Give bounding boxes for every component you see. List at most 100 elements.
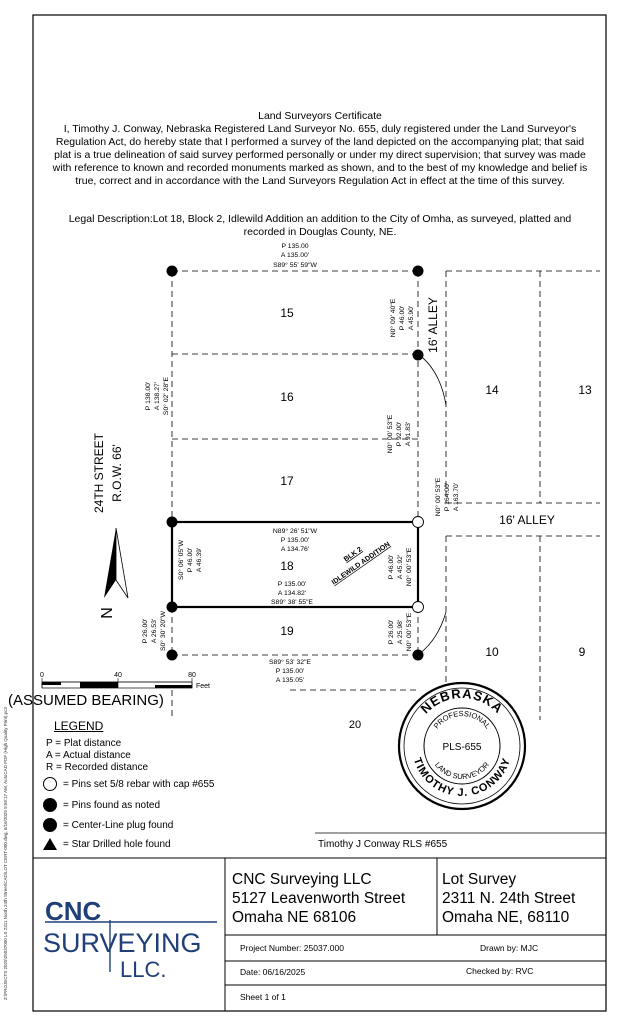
pin-set (412, 601, 424, 613)
lot18-top-a: A 134.76' (281, 546, 309, 553)
legend-item-label: = Star Drilled hole found (63, 838, 171, 850)
project-title: Lot Survey (442, 871, 517, 888)
filled-circle-icon (43, 818, 57, 832)
pin-set (412, 516, 424, 528)
lot19w-p: P 26.00' (142, 619, 149, 644)
east16-p: P 92.00' (396, 422, 403, 447)
lot18-top-p: P 135.00' (281, 537, 309, 544)
signer-line: Timothy J Conway RLS #655 (318, 839, 448, 850)
north-arrow: N (99, 527, 129, 619)
legend-item-pin-set: = Pins set 5/8 rebar with cap #655 (43, 777, 214, 791)
seal-license: PLS-655 (443, 742, 482, 753)
lot19e-bearing: N0° 00' 53"E (405, 612, 413, 651)
lot-13: 13 (578, 383, 592, 397)
scale-tick-40: 40 (114, 672, 122, 679)
scale-tick-0: 0 (40, 672, 44, 679)
file-path: Z:\PROJECTS 2025\25037000 LS 2311 North … (3, 707, 8, 1000)
east16-bearing: N0° 00' 53"E (386, 414, 394, 453)
east15-a: A 45.90' (408, 306, 415, 330)
pin-found (412, 265, 424, 277)
company-address-2: Omaha NE 68106 (232, 909, 357, 926)
pin-found (166, 516, 178, 528)
eastlong-a: A 163.70' (453, 483, 460, 511)
legend-item-label: = Center-Line plug found (63, 819, 174, 831)
lot18-top-bearing: N89° 26' 51"W (273, 527, 318, 535)
legend: LEGEND P = Plat distance A = Actual dist… (46, 720, 148, 774)
lot19w-bearing: S0° 30' 20"W (159, 610, 167, 651)
surveyor-certificate: Land Surveyors Certificate I, Timothy J.… (50, 110, 590, 188)
project-block: Lot Survey 2311 N. 24th Street Omaha NE,… (442, 870, 575, 927)
street-name: 24TH STREET (92, 432, 106, 513)
top-line-a: A 135.00' (281, 252, 309, 259)
logo-llc: LLC. (120, 957, 166, 982)
eastlong-p: P 164.00' (444, 483, 451, 511)
lot19e-p: P 26.00' (388, 620, 395, 645)
west-a: A 138.27' (154, 382, 161, 410)
lot18e-p: P 46.00' (388, 555, 395, 580)
pin-found (166, 601, 178, 613)
east15-bearing: N0° 09' 40"E (389, 298, 397, 337)
lot18w-a: A 46.39' (196, 548, 203, 572)
surveyor-seal: NEBRASKA TIMOTHY J. CONWAY PROFESSIONAL … (397, 681, 527, 811)
lot-16: 16 (280, 390, 294, 404)
legend-def-plat: P = Plat distance (46, 738, 122, 749)
bottom-line-p: P 135.00' (276, 668, 304, 675)
certificate-body: I, Timothy J. Conway, Nebraska Registere… (52, 123, 588, 187)
pin-found (166, 649, 178, 661)
eastlong-bearing: N0° 00' 53"E (434, 477, 442, 516)
assumed-bearing: (ASSUMED BEARING) (8, 692, 164, 709)
legend-item-label: = Pins set 5/8 rebar with cap #655 (63, 778, 215, 790)
lot-10: 10 (485, 645, 499, 659)
lot18-bottom-a: A 134.82' (278, 590, 306, 597)
sheet-number: Sheet 1 of 1 (240, 992, 286, 1002)
project-address-2: Omaha NE, 68110 (442, 909, 570, 926)
lot-15: 15 (280, 306, 294, 320)
bottom-line-bearing: S89° 53' 32"E (269, 658, 311, 666)
lot18w-bearing: S0° 06' 05"W (177, 539, 185, 580)
logo-surveying: SURVEYING (43, 928, 202, 958)
lot-19: 19 (280, 624, 294, 638)
pin-found (412, 349, 424, 361)
west-bearing: S0° 02' 28"E (162, 376, 170, 415)
logo-cnc: CNC (45, 896, 102, 926)
legend-title: LEGEND (54, 719, 104, 733)
lot18-bottom-bearing: S89° 38' 55"E (271, 598, 313, 606)
legal-description: Legal Description:Lot 18, Block 2, Idlew… (68, 213, 572, 238)
legend-item-pin-found: = Pins found as noted (43, 798, 160, 812)
lot18w-p: P 46.00' (187, 548, 194, 573)
certificate-title: Land Surveyors Certificate (258, 110, 382, 122)
alley-horizontal: 16' ALLEY (499, 513, 555, 527)
alley-vertical: 16' ALLEY (426, 297, 440, 353)
east16-a: A 91.83' (405, 422, 412, 446)
company-block: CNC Surveying LLC 5127 Leavenworth Stree… (232, 870, 405, 927)
company-name: CNC Surveying LLC (232, 871, 372, 888)
lot19w-a: A 26.53' (151, 619, 158, 643)
street-row: R.O.W. 66' (110, 444, 124, 502)
legend-def-recorded: R = Recorded distance (46, 762, 149, 773)
project-address-1: 2311 N. 24th Street (442, 890, 576, 907)
filled-circle-icon (43, 798, 57, 812)
lot-17: 17 (280, 474, 294, 488)
checked-by: Checked by: RVC (466, 966, 534, 976)
addition-label: IDLEWILD ADDITION (331, 541, 392, 587)
partial-lot-text: 20 (349, 719, 361, 731)
lot-9: 9 (579, 645, 586, 659)
pin-found (166, 265, 178, 277)
legend-item-plug: = Center-Line plug found (43, 818, 173, 832)
lot-14: 14 (485, 383, 499, 397)
legend-item-star: = Star Drilled hole found (43, 838, 171, 850)
scale-bar: 0 40 80 Feet (40, 672, 210, 690)
company-logo: CNC SURVEYING LLC. (43, 896, 217, 982)
drawn-by: Drawn by: MJC (480, 943, 539, 953)
bottom-line-a: A 135.05' (276, 677, 304, 684)
scale-unit: Feet (196, 683, 210, 690)
west-p: P 138.00' (145, 382, 152, 410)
svg-text:N: N (99, 607, 116, 619)
sheet-border (32, 14, 607, 1012)
lot18-bottom-p: P 135.00' (278, 581, 306, 588)
legend-item-label: = Pins found as noted (63, 799, 161, 811)
lot18e-bearing: N0° 00' 53"E (405, 547, 413, 586)
pin-found (412, 649, 424, 661)
triangle-icon (43, 838, 57, 850)
